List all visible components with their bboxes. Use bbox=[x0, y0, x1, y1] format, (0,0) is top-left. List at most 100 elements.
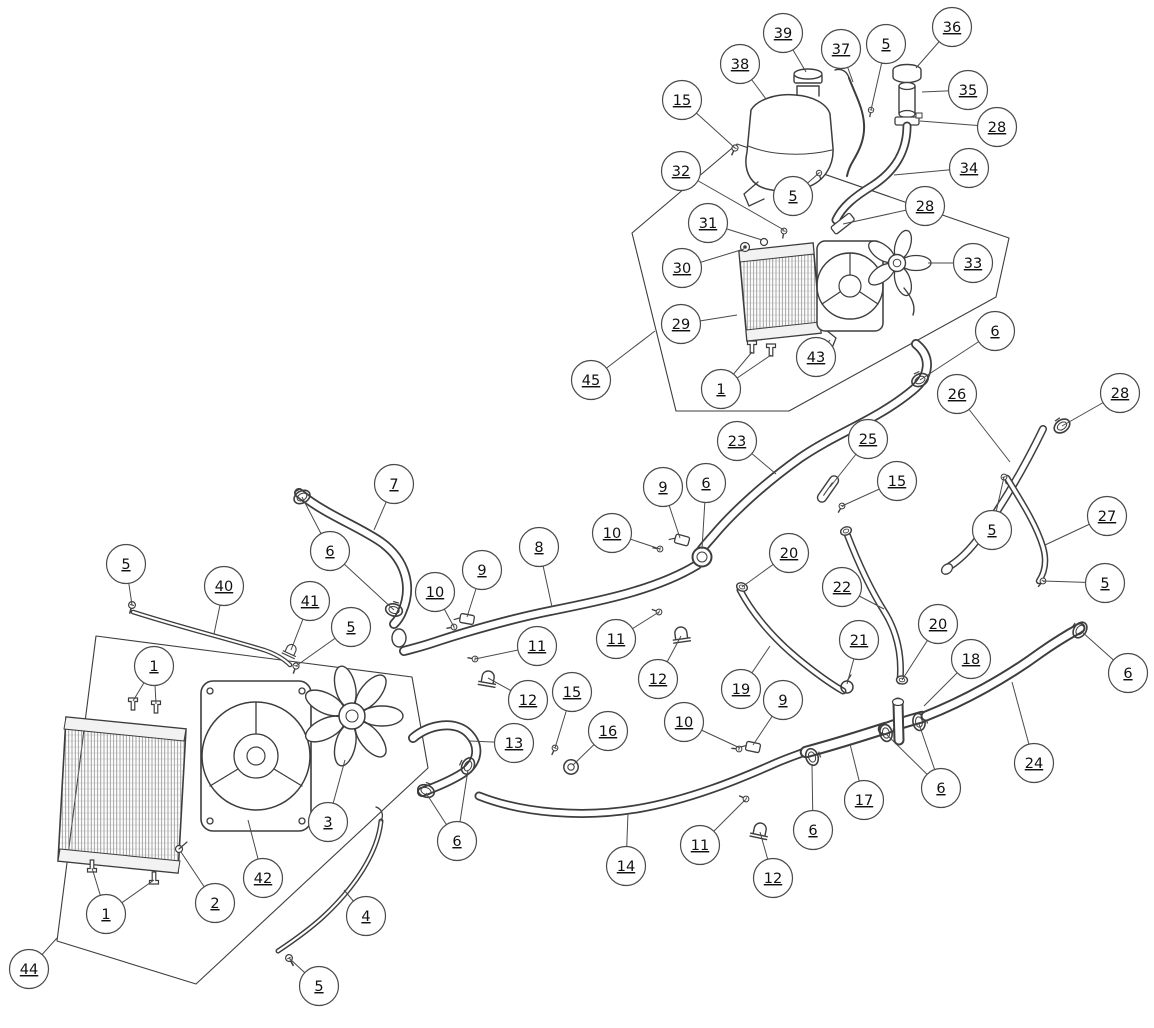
callout-15[interactable]: 15 bbox=[661, 79, 703, 121]
callout-10[interactable]: 10 bbox=[414, 571, 456, 613]
callout-5[interactable]: 5 bbox=[298, 965, 340, 1007]
clip-12 bbox=[670, 625, 692, 644]
svg-text:27: 27 bbox=[1098, 509, 1116, 525]
callout-15[interactable]: 15 bbox=[876, 460, 918, 502]
fan-shroud-lower-42 bbox=[200, 680, 312, 832]
screw-11 bbox=[650, 605, 664, 617]
callout-3[interactable]: 3 bbox=[307, 801, 349, 843]
callout-6[interactable]: 6 bbox=[1107, 652, 1149, 694]
callout-38[interactable]: 38 bbox=[719, 43, 761, 85]
callout-40[interactable]: 40 bbox=[203, 565, 245, 607]
callout-8[interactable]: 8 bbox=[518, 526, 560, 568]
callout-39[interactable]: 39 bbox=[762, 12, 804, 54]
callout-15[interactable]: 15 bbox=[551, 671, 593, 713]
callout-5[interactable]: 5 bbox=[330, 606, 372, 648]
callout-28[interactable]: 28 bbox=[904, 185, 946, 227]
callout-6[interactable]: 6 bbox=[685, 462, 727, 504]
svg-text:2: 2 bbox=[210, 896, 219, 912]
callout-5[interactable]: 5 bbox=[772, 175, 814, 217]
svg-text:21: 21 bbox=[850, 633, 868, 649]
expansion-tank-38 bbox=[743, 68, 834, 207]
callout-4[interactable]: 4 bbox=[345, 895, 387, 937]
callout-33[interactable]: 33 bbox=[952, 242, 994, 284]
callout-30[interactable]: 30 bbox=[661, 247, 703, 289]
callout-6[interactable]: 6 bbox=[920, 767, 962, 809]
callout-17[interactable]: 17 bbox=[843, 779, 885, 821]
callout-1[interactable]: 1 bbox=[700, 368, 742, 410]
callout-26[interactable]: 26 bbox=[936, 373, 978, 415]
callout-9[interactable]: 9 bbox=[762, 679, 804, 721]
svg-text:5: 5 bbox=[788, 189, 797, 205]
callout-13[interactable]: 13 bbox=[493, 722, 535, 764]
svg-text:5: 5 bbox=[121, 557, 130, 573]
svg-text:6: 6 bbox=[701, 476, 710, 492]
callout-9[interactable]: 9 bbox=[461, 549, 503, 591]
svg-text:12: 12 bbox=[649, 672, 667, 688]
callout-5[interactable]: 5 bbox=[105, 543, 147, 585]
callout-35[interactable]: 35 bbox=[947, 69, 989, 111]
callout-10[interactable]: 10 bbox=[663, 701, 705, 743]
callout-23[interactable]: 23 bbox=[716, 420, 758, 462]
callout-20[interactable]: 20 bbox=[768, 532, 810, 574]
callout-24[interactable]: 24 bbox=[1013, 742, 1055, 784]
callout-25[interactable]: 25 bbox=[847, 418, 889, 460]
svg-text:10: 10 bbox=[426, 585, 444, 601]
callout-11[interactable]: 11 bbox=[516, 625, 558, 667]
svg-text:10: 10 bbox=[603, 526, 621, 542]
callout-43[interactable]: 43 bbox=[795, 336, 837, 378]
svg-text:43: 43 bbox=[807, 350, 825, 366]
callout-28[interactable]: 28 bbox=[1099, 372, 1141, 414]
svg-text:6: 6 bbox=[808, 823, 817, 839]
callout-36[interactable]: 36 bbox=[931, 6, 973, 48]
callout-22[interactable]: 22 bbox=[821, 566, 863, 608]
callout-12[interactable]: 12 bbox=[637, 658, 679, 700]
callout-6[interactable]: 6 bbox=[974, 310, 1016, 352]
fan-lower-3 bbox=[304, 665, 404, 767]
callout-34[interactable]: 34 bbox=[948, 147, 990, 189]
callout-12[interactable]: 12 bbox=[507, 679, 549, 721]
callout-10[interactable]: 10 bbox=[591, 512, 633, 554]
callout-31[interactable]: 31 bbox=[687, 202, 729, 244]
callout-2[interactable]: 2 bbox=[194, 882, 236, 924]
callout-12[interactable]: 12 bbox=[752, 857, 794, 899]
callout-29[interactable]: 29 bbox=[660, 303, 702, 345]
callout-16[interactable]: 16 bbox=[587, 710, 629, 752]
callout-19[interactable]: 19 bbox=[720, 668, 762, 710]
svg-text:12: 12 bbox=[519, 693, 537, 709]
callout-5[interactable]: 5 bbox=[1084, 562, 1126, 604]
svg-text:15: 15 bbox=[563, 685, 581, 701]
callout-6[interactable]: 6 bbox=[309, 530, 351, 572]
callout-44[interactable]: 44 bbox=[8, 948, 50, 990]
svg-text:14: 14 bbox=[617, 859, 635, 875]
callout-42[interactable]: 42 bbox=[242, 857, 284, 899]
callout-5[interactable]: 5 bbox=[865, 23, 907, 65]
callout-11[interactable]: 11 bbox=[679, 824, 721, 866]
svg-text:24: 24 bbox=[1025, 756, 1043, 772]
callout-41[interactable]: 41 bbox=[289, 580, 331, 622]
callout-9[interactable]: 9 bbox=[642, 466, 684, 508]
svg-text:1: 1 bbox=[101, 907, 110, 923]
callout-37[interactable]: 37 bbox=[820, 28, 862, 70]
svg-text:20: 20 bbox=[929, 617, 947, 633]
callout-21[interactable]: 21 bbox=[838, 619, 880, 661]
callout-18[interactable]: 18 bbox=[950, 638, 992, 680]
callout-32[interactable]: 32 bbox=[660, 150, 702, 192]
callout-6[interactable]: 6 bbox=[792, 809, 834, 851]
callout-6[interactable]: 6 bbox=[436, 820, 478, 862]
svg-text:9: 9 bbox=[778, 693, 787, 709]
callout-28[interactable]: 28 bbox=[976, 106, 1018, 148]
callout-27[interactable]: 27 bbox=[1086, 495, 1128, 537]
callout-1[interactable]: 1 bbox=[133, 645, 175, 687]
callout-1[interactable]: 1 bbox=[85, 893, 127, 935]
svg-text:3: 3 bbox=[323, 815, 332, 831]
svg-text:9: 9 bbox=[658, 480, 667, 496]
callout-20[interactable]: 20 bbox=[917, 603, 959, 645]
callout-11[interactable]: 11 bbox=[595, 618, 637, 660]
svg-text:23: 23 bbox=[728, 434, 746, 450]
callout-5[interactable]: 5 bbox=[971, 509, 1013, 551]
callout-45[interactable]: 45 bbox=[570, 359, 612, 401]
svg-text:20: 20 bbox=[780, 546, 798, 562]
callout-7[interactable]: 7 bbox=[373, 463, 415, 505]
callout-14[interactable]: 14 bbox=[605, 845, 647, 887]
